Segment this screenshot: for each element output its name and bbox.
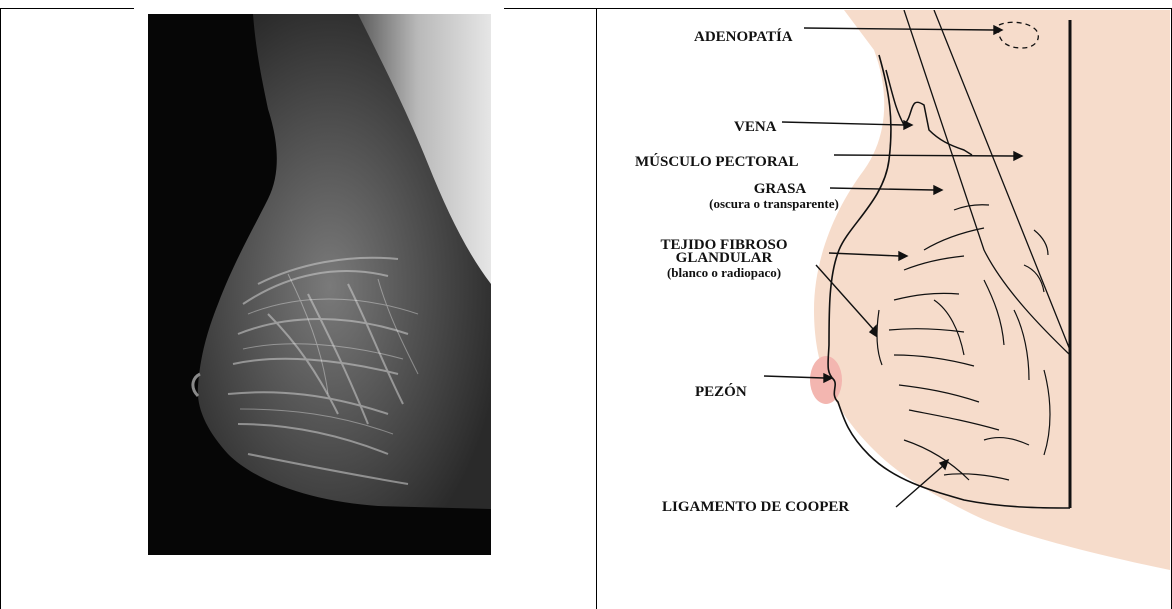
- table-column-divider: [596, 8, 597, 609]
- label-pezon: PEZÓN: [695, 385, 747, 400]
- label-grasa: GRASA: [730, 182, 830, 197]
- mammogram-image: [148, 14, 491, 555]
- table-border-top-right: [504, 8, 1172, 9]
- label-tejido-2: GLANDULAR: [624, 251, 824, 266]
- label-musculo-pectoral: MÚSCULO PECTORAL: [635, 155, 799, 170]
- anatomy-drawing: [604, 10, 1170, 570]
- breast-anatomy-diagram: ADENOPATÍA VENA MÚSCULO PECTORAL GRASA (…: [604, 10, 1170, 570]
- label-tejido-sub: (blanco o radiopaco): [624, 266, 824, 279]
- table-border-left: [0, 8, 1, 609]
- label-grasa-sub: (oscura o transparente): [664, 197, 884, 210]
- label-adenopatia: ADENOPATÍA: [694, 30, 793, 45]
- table-border-top-left: [0, 8, 134, 9]
- tissue-area: [814, 10, 1170, 570]
- label-ligamento-cooper: LIGAMENTO DE COOPER: [662, 500, 849, 515]
- mammogram-xray: [148, 14, 491, 555]
- label-vena: VENA: [734, 120, 777, 135]
